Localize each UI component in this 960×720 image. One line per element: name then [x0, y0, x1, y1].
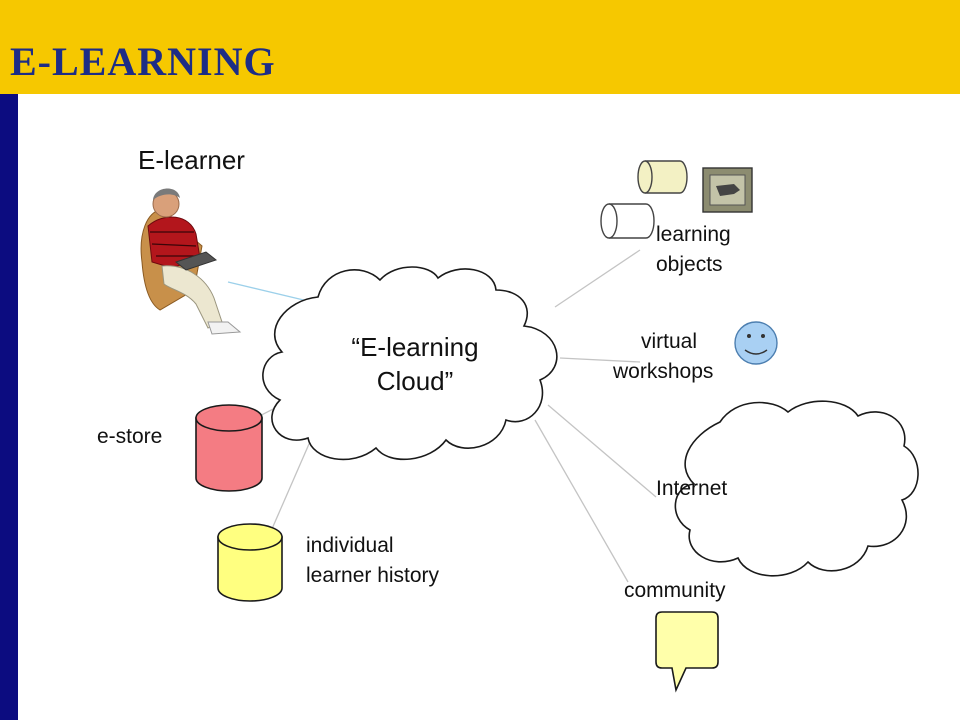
connector-learning-objects: [554, 249, 641, 308]
virtual-workshops-label: virtual workshops: [613, 327, 713, 387]
central-cloud-shape: [262, 266, 558, 461]
central-cloud-line2: Cloud”: [376, 366, 454, 396]
community-label: community: [624, 579, 726, 602]
cloud-icon: [674, 400, 919, 577]
connector-community: [534, 419, 629, 583]
learning-objects-label: learning objects: [656, 220, 731, 280]
learning-objects-line1: learning: [656, 223, 731, 246]
document-icon: [600, 160, 688, 239]
learner-history-line1: individual: [306, 534, 394, 557]
central-cloud-label: “E-learning Cloud”: [300, 330, 530, 398]
connector-internet: [547, 404, 657, 498]
database-icon: [217, 523, 283, 602]
e-learner-label: E-learner: [138, 145, 245, 175]
e-store-label: e-store: [97, 425, 163, 448]
learner-history-line2: learner history: [306, 564, 440, 587]
internet-label: Internet: [656, 477, 728, 500]
title-bar: [0, 0, 960, 94]
learner-history-label: individual learner history: [306, 531, 439, 591]
smiley-icon: [734, 321, 778, 365]
video-frame-icon: [702, 167, 753, 213]
connector-learner: [227, 281, 313, 303]
person-icon: [140, 188, 242, 335]
learning-objects-line2: objects: [656, 253, 723, 276]
slide-title: E-LEARNING: [10, 39, 276, 84]
side-bar: [0, 94, 18, 720]
central-cloud-line1: “E-learning: [351, 332, 479, 362]
speech-bubble-icon: [655, 611, 719, 693]
database-icon: [195, 404, 263, 492]
virtual-workshops-line2: workshops: [613, 360, 714, 383]
virtual-workshops-line1: virtual: [641, 330, 698, 353]
connector-workshops: [559, 357, 641, 363]
